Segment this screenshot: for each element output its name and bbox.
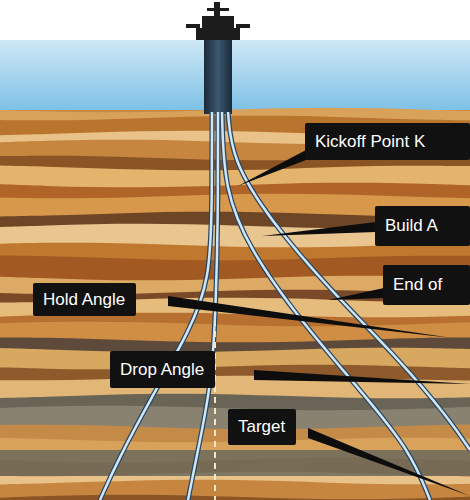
label-box: Drop Angle — [110, 351, 215, 388]
label-box: Hold Angle — [33, 283, 136, 316]
rock-strata — [0, 108, 470, 500]
label-text: Kickoff Point K — [315, 132, 425, 152]
platform — [186, 2, 250, 40]
well-paths — [100, 112, 470, 500]
label-text: Hold Angle — [43, 290, 125, 310]
label-box: End of — [383, 265, 470, 305]
leader-line — [262, 222, 376, 236]
ground — [0, 110, 470, 500]
sea — [0, 40, 470, 112]
label-box: Build A — [375, 206, 470, 246]
label-box: Target — [228, 409, 296, 445]
label-text: Drop Angle — [120, 360, 204, 380]
label-text: Build A — [385, 216, 438, 236]
label-box: Kickoff Point K — [305, 123, 470, 160]
label-text: End of — [393, 275, 442, 295]
leader-line — [328, 288, 384, 300]
well-bore — [228, 112, 470, 450]
target-zone — [0, 450, 470, 476]
well-bore — [228, 112, 470, 450]
riser — [204, 36, 232, 114]
rock-band — [0, 495, 470, 500]
leader-line — [308, 428, 470, 496]
vertical-reference — [214, 320, 216, 500]
label-text: Target — [238, 417, 285, 437]
background — [0, 0, 470, 40]
leader-line — [238, 150, 306, 186]
leader-line — [254, 370, 470, 384]
leader-lines — [168, 150, 470, 496]
